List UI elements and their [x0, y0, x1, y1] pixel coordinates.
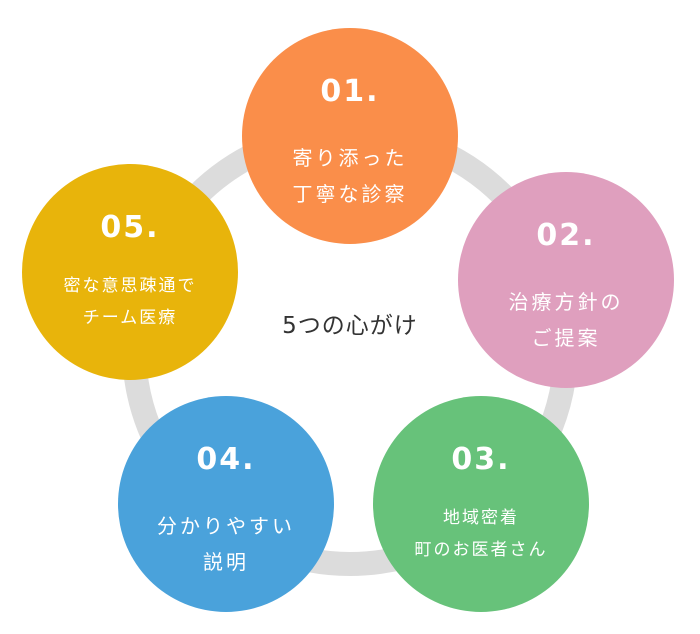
- principle-text-line: 丁寧な診察: [292, 182, 408, 206]
- principle-text: 地域密着 町のお医者さん: [381, 502, 581, 566]
- principle-text-line: 地域密着: [443, 508, 519, 528]
- principle-text: 密な意思疎通で チーム医療: [30, 270, 230, 334]
- principle-circle-01: 01. 寄り添った 丁寧な診察: [242, 28, 458, 244]
- principle-number: 03.: [451, 442, 511, 477]
- principle-text-line: 密な意思疎通で: [63, 276, 197, 296]
- principle-text-line: 分かりやすい: [157, 514, 295, 538]
- principle-circle-02: 02. 治療方針の ご提案: [458, 172, 674, 388]
- principle-text-line: ご提案: [531, 326, 601, 350]
- principle-number: 04.: [196, 442, 256, 477]
- principle-text: 寄り添った 丁寧な診察: [250, 140, 450, 212]
- principle-text: 治療方針の ご提案: [466, 284, 666, 356]
- principle-text: 分かりやすい 説明: [126, 508, 326, 580]
- principle-number: 05.: [100, 210, 160, 245]
- principle-text-line: 寄り添った: [292, 146, 408, 170]
- principle-circle-03: 03. 地域密着 町のお医者さん: [373, 396, 589, 612]
- principle-number: 02.: [536, 218, 596, 253]
- principle-circle-04: 04. 分かりやすい 説明: [118, 396, 334, 612]
- principle-number: 01.: [320, 74, 380, 109]
- principle-text-line: 治療方針の: [508, 290, 624, 314]
- principle-text-line: チーム医療: [82, 308, 178, 328]
- principle-circle-05: 05. 密な意思疎通で チーム医療: [22, 164, 238, 380]
- principle-text-line: 説明: [203, 550, 249, 574]
- principle-text-line: 町のお医者さん: [414, 540, 548, 560]
- diagram-title: 5つの心がけ: [282, 313, 418, 339]
